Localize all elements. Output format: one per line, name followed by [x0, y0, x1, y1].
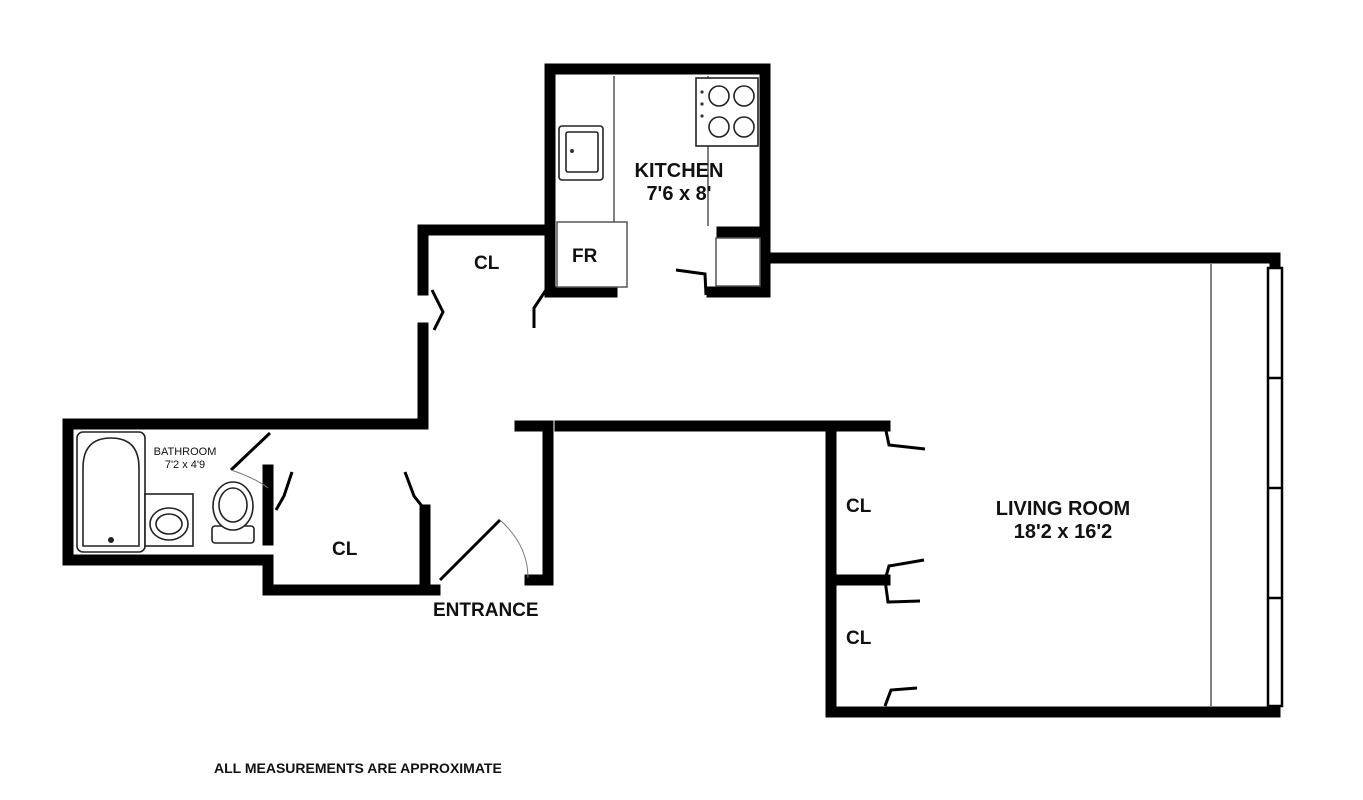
bathroom-name: BATHROOM — [153, 446, 217, 458]
stove-icon — [695, 77, 759, 147]
pantry-outline — [715, 237, 761, 287]
vanity-sink-icon — [144, 493, 194, 547]
kitchen-name: KITCHEN — [634, 160, 724, 182]
walls — [62, 63, 1281, 718]
living-room-dims: 18'2 x 16'2 — [1013, 521, 1113, 543]
living-room-label: LIVING ROOM 18'2 x 16'2 — [965, 498, 1161, 544]
fridge-outline — [556, 221, 628, 288]
hall-wall-west — [62, 322, 441, 596]
fridge-label: FR — [572, 246, 598, 267]
closet-living-bottom-label: CL — [846, 628, 872, 649]
kitchen-label: KITCHEN 7'6 x 8' — [609, 160, 749, 206]
kitchen-dims: 7'6 x 8' — [646, 183, 712, 205]
toilet-icon — [211, 481, 255, 544]
bathroom-label: BATHROOM 7'2 x 4'9 — [140, 446, 230, 471]
entrance-jamb — [514, 420, 554, 586]
closet-upper-label: CL — [474, 253, 500, 274]
sink-icon — [558, 125, 604, 181]
closet-lower-label: CL — [332, 539, 358, 560]
living-room-name: LIVING ROOM — [995, 498, 1131, 520]
living-room-wall — [554, 252, 1281, 718]
fridge-wall — [544, 224, 618, 298]
entrance-label: ENTRANCE — [433, 600, 539, 621]
pantry-wall — [706, 226, 771, 298]
window-icon — [1266, 266, 1284, 708]
closet-living-top-label: CL — [846, 496, 872, 517]
bathroom-dims: 7'2 x 4'9 — [164, 458, 206, 471]
door-swing-icon — [229, 268, 926, 707]
bathtub-icon — [76, 431, 146, 553]
kitchen-wall — [544, 63, 771, 264]
hall-wall — [417, 224, 556, 296]
footnote: ALL MEASUREMENTS ARE APPROXIMATE — [214, 760, 502, 776]
